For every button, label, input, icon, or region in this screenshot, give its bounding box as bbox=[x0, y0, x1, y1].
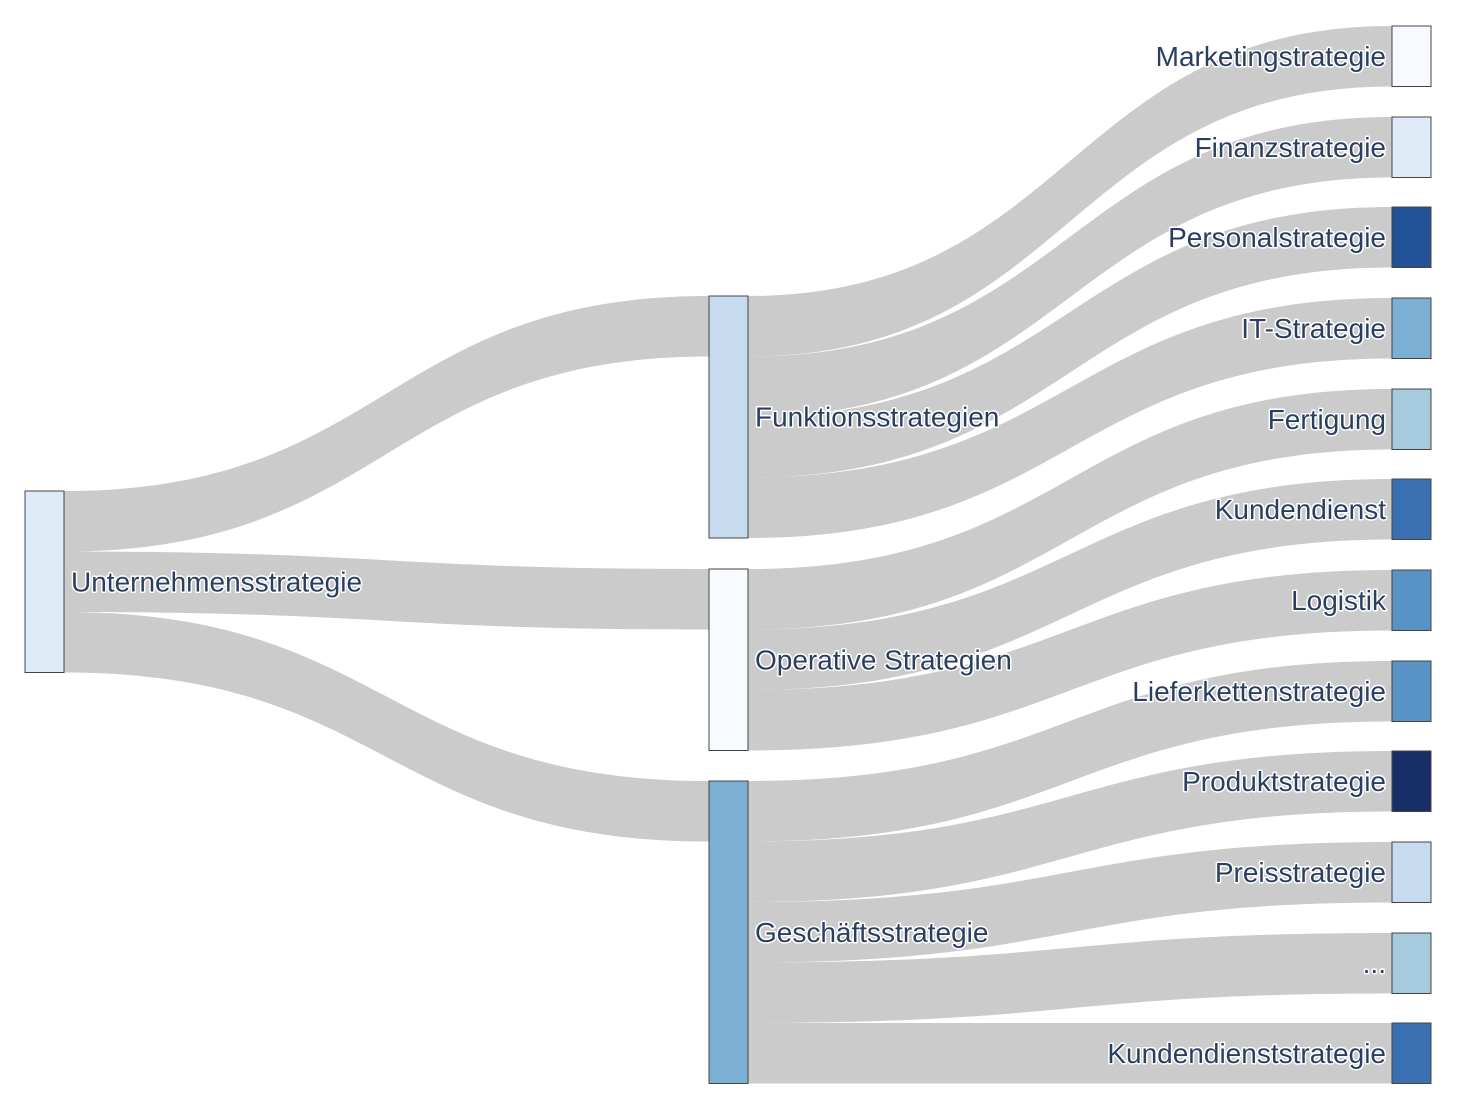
sankey-link-geschaeftsstrategie-to-produktstrategie bbox=[748, 751, 1392, 902]
sankey-node-label-ellipsis: ... bbox=[1363, 948, 1386, 979]
sankey-link-unternehmensstrategie-to-geschaeftsstrategie bbox=[64, 612, 709, 842]
sankey-node-label-marketingstrategie: Marketingstrategie bbox=[1156, 41, 1386, 72]
sankey-link-geschaeftsstrategie-to-lieferkettenstrategie bbox=[748, 661, 1392, 842]
sankey-node-bar-funktionsstrategien bbox=[708, 295, 749, 539]
sankey-node-label-logistik: Logistik bbox=[1291, 585, 1387, 616]
sankey-node-label-operative-strategien: Operative Strategien bbox=[755, 644, 1012, 675]
sankey-node-lieferkettenstrategie: Lieferkettenstrategie bbox=[1131, 660, 1432, 722]
sankey-node-it-strategie: IT-Strategie bbox=[1240, 297, 1432, 359]
sankey-node-label-geschaeftsstrategie: Geschäftsstrategie bbox=[755, 917, 988, 948]
sankey-node-bar-personalstrategie bbox=[1391, 206, 1432, 268]
sankey-node-fertigung: Fertigung bbox=[1266, 388, 1432, 450]
sankey-node-bar-lieferkettenstrategie bbox=[1391, 660, 1432, 722]
sankey-node-label-produktstrategie: Produktstrategie bbox=[1182, 766, 1386, 797]
sankey-node-finanzstrategie: Finanzstrategie bbox=[1193, 116, 1432, 178]
sankey-node-bar-unternehmensstrategie bbox=[24, 490, 65, 673]
sankey-link-unternehmensstrategie-to-funktionsstrategien bbox=[64, 296, 709, 552]
sankey-node-unternehmensstrategie: Unternehmensstrategie bbox=[24, 490, 364, 673]
sankey-link-funktionsstrategien-to-finanzstrategie bbox=[748, 117, 1392, 417]
sankey-node-bar-marketingstrategie bbox=[1391, 25, 1432, 87]
sankey-node-geschaeftsstrategie: Geschäftsstrategie bbox=[708, 780, 990, 1084]
sankey-node-personalstrategie: Personalstrategie bbox=[1167, 206, 1432, 268]
sankey-link-operative-strategien-to-fertigung bbox=[748, 389, 1392, 630]
sankey-node-bar-operative-strategien bbox=[708, 568, 749, 751]
sankey-node-marketingstrategie: Marketingstrategie bbox=[1154, 25, 1432, 87]
sankey-node-bar-fertigung bbox=[1391, 388, 1432, 450]
sankey-node-label-lieferkettenstrategie: Lieferkettenstrategie bbox=[1132, 676, 1386, 707]
sankey-node-label-funktionsstrategien: Funktionsstrategien bbox=[755, 402, 999, 433]
sankey-node-bar-logistik bbox=[1391, 569, 1432, 631]
sankey-link-operative-strategien-to-kundendienst bbox=[748, 479, 1392, 690]
sankey-link-funktionsstrategien-to-marketingstrategie bbox=[748, 26, 1392, 357]
sankey-node-kundendienst: Kundendienst bbox=[1213, 478, 1432, 540]
sankey-node-kundendienststrategie: Kundendienststrategie bbox=[1106, 1022, 1432, 1084]
sankey-node-bar-it-strategie bbox=[1391, 297, 1432, 359]
sankey-link-funktionsstrategien-to-personalstrategie bbox=[748, 207, 1392, 478]
sankey-node-label-it-strategie: IT-Strategie bbox=[1241, 313, 1386, 344]
sankey-node-label-fertigung: Fertigung bbox=[1268, 404, 1386, 435]
sankey-node-label-personalstrategie: Personalstrategie bbox=[1168, 222, 1386, 253]
sankey-node-bar-produktstrategie bbox=[1391, 750, 1432, 812]
sankey-links bbox=[64, 26, 1392, 1084]
sankey-node-label-preisstrategie: Preisstrategie bbox=[1215, 857, 1386, 888]
sankey-node-label-kundendienststrategie: Kundendienststrategie bbox=[1107, 1038, 1386, 1069]
sankey-node-bar-preisstrategie bbox=[1391, 841, 1432, 903]
sankey-node-bar-kundendienststrategie bbox=[1391, 1022, 1432, 1084]
sankey-link-operative-strategien-to-logistik bbox=[748, 570, 1392, 751]
sankey-link-funktionsstrategien-to-it-strategie bbox=[748, 298, 1392, 538]
sankey-link-geschaeftsstrategie-to-ellipsis bbox=[748, 933, 1392, 1023]
sankey-node-funktionsstrategien: Funktionsstrategien bbox=[708, 295, 1001, 539]
sankey-link-geschaeftsstrategie-to-kundendienststrategie bbox=[748, 1023, 1392, 1084]
sankey-node-label-kundendienst: Kundendienst bbox=[1215, 494, 1386, 525]
sankey-node-label-finanzstrategie: Finanzstrategie bbox=[1195, 132, 1386, 163]
sankey-node-bar-ellipsis bbox=[1391, 932, 1432, 994]
sankey-node-operative-strategien: Operative Strategien bbox=[708, 568, 1013, 751]
sankey-node-preisstrategie: Preisstrategie bbox=[1213, 841, 1432, 903]
sankey-node-bar-kundendienst bbox=[1391, 478, 1432, 540]
sankey-node-label-unternehmensstrategie: Unternehmensstrategie bbox=[71, 566, 362, 597]
sankey-node-bar-finanzstrategie bbox=[1391, 116, 1432, 178]
sankey-node-bar-geschaeftsstrategie bbox=[708, 780, 749, 1084]
sankey-link-geschaeftsstrategie-to-preisstrategie bbox=[748, 842, 1392, 963]
sankey-link-unternehmensstrategie-to-operative-strategien bbox=[64, 551, 709, 630]
sankey-nodes: Unternehmensstrategie Funktionsstrategien… bbox=[24, 25, 1432, 1084]
sankey-node-logistik: Logistik bbox=[1290, 569, 1432, 631]
sankey-node-ellipsis: ... bbox=[1361, 932, 1432, 994]
sankey-node-produktstrategie: Produktstrategie bbox=[1181, 750, 1432, 812]
